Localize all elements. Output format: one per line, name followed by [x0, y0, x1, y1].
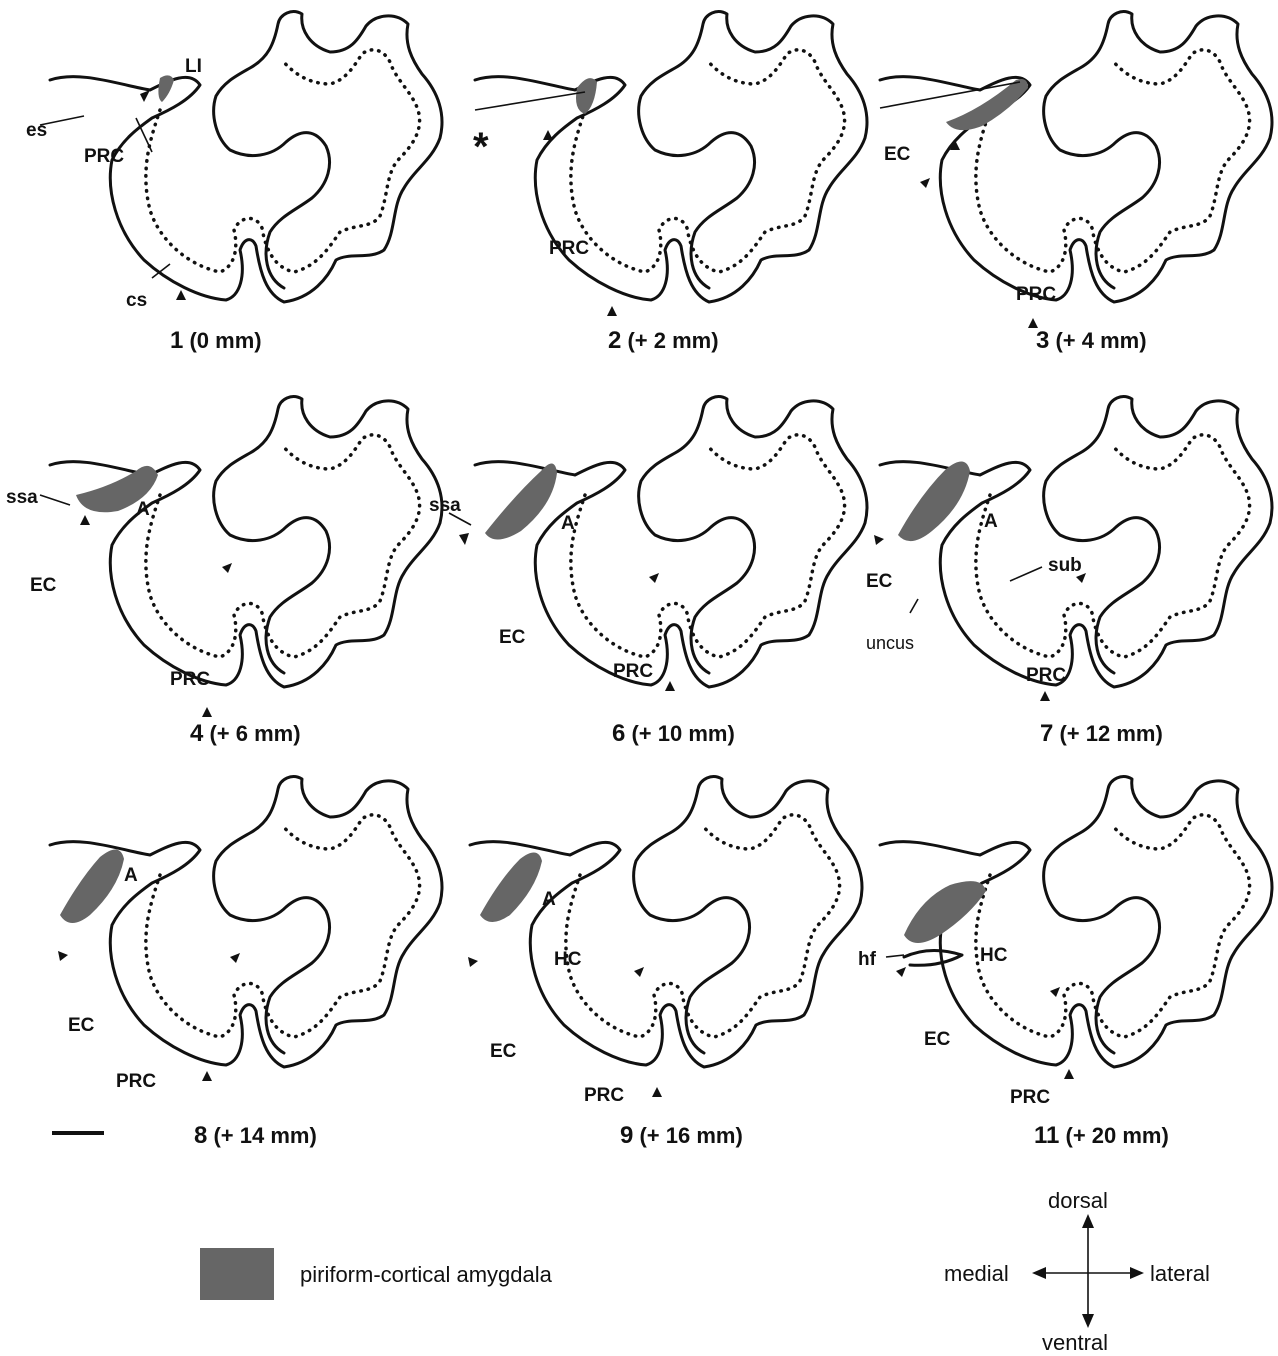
- label-PRC: PRC: [116, 1071, 156, 1092]
- caption-panel-2: 2 (+ 2 mm): [608, 327, 719, 354]
- caption-panel-8: 8 (+ 14 mm): [194, 1122, 317, 1149]
- section-panel-6: ssa A EC PRC: [429, 397, 867, 691]
- label-uncus: uncus: [866, 633, 914, 653]
- arrowhead-marker: [80, 515, 90, 525]
- caption-panel-1: 1 (0 mm): [170, 327, 262, 354]
- label-EC: EC: [30, 575, 57, 596]
- arrowhead-marker: [1064, 1069, 1074, 1079]
- label-PRC: PRC: [1016, 284, 1056, 305]
- arrowhead-marker: [140, 90, 150, 102]
- arrowhead-marker: [665, 681, 675, 691]
- label-HC: HC: [554, 949, 582, 970]
- section-panel-7: A sub EC uncus PRC: [866, 397, 1272, 701]
- section-panel-2: * PRC: [473, 12, 867, 316]
- arrowhead-marker: [230, 953, 240, 963]
- label-hf: hf: [858, 949, 877, 970]
- label-PRC: PRC: [613, 661, 653, 682]
- label-sub: sub: [1048, 555, 1082, 576]
- amygdala-region: [898, 461, 970, 541]
- label-asterisk: *: [473, 125, 489, 169]
- amygdala-region: [480, 852, 542, 922]
- label-lateral: lateral: [1150, 1261, 1210, 1286]
- arrowhead-marker: [896, 967, 906, 977]
- arrow-right-icon: [1130, 1267, 1144, 1279]
- arrowhead-marker: [920, 178, 930, 188]
- label-LI: LI: [185, 56, 202, 77]
- label-PRC: PRC: [584, 1085, 624, 1106]
- arrow-up-icon: [1082, 1214, 1094, 1228]
- amygdala-region: [60, 849, 124, 923]
- arrowhead-marker: [202, 1071, 212, 1081]
- caption-panel-11: 11 (+ 20 mm): [1034, 1122, 1169, 1149]
- section-panel-9: A HC EC PRC: [468, 777, 862, 1106]
- arrowhead-marker: [58, 951, 68, 961]
- arrowhead-marker: [1050, 987, 1060, 997]
- arrowhead-marker: [634, 967, 644, 977]
- label-dorsal: dorsal: [1048, 1188, 1108, 1213]
- legend-label: piriform-cortical amygdala: [300, 1262, 553, 1287]
- caption-panel-6: 6 (+ 10 mm): [612, 720, 735, 747]
- label-A: A: [136, 499, 150, 520]
- arrowhead-marker: [1040, 691, 1050, 701]
- section-panel-1: LI es PRC cs: [26, 12, 442, 311]
- label-PRC: PRC: [1010, 1087, 1050, 1108]
- arrowhead-marker: [459, 533, 469, 545]
- caption-panel-4: 4 (+ 6 mm): [190, 720, 301, 747]
- label-A: A: [124, 865, 138, 886]
- amygdala-region: [904, 881, 986, 943]
- label-ssa: ssa: [6, 487, 38, 508]
- label-EC: EC: [68, 1015, 95, 1036]
- label-cs: cs: [126, 290, 147, 311]
- arrowhead-marker: [202, 707, 212, 717]
- arrowhead-marker: [874, 535, 884, 545]
- caption-panel-3: 3 (+ 4 mm): [1036, 327, 1147, 354]
- caption-panel-9: 9 (+ 16 mm): [620, 1122, 743, 1149]
- label-PRC: PRC: [84, 146, 124, 167]
- legend: piriform-cortical amygdala: [200, 1248, 553, 1300]
- arrowhead-marker: [543, 130, 553, 140]
- amygdala-region: [158, 75, 174, 102]
- arrowhead-marker: [652, 1087, 662, 1097]
- label-A: A: [542, 889, 556, 910]
- orientation-compass: dorsal ventral medial lateral: [944, 1188, 1210, 1355]
- legend-swatch: [200, 1248, 274, 1300]
- label-PRC: PRC: [170, 669, 210, 690]
- label-PRC: PRC: [1026, 665, 1066, 686]
- label-EC: EC: [499, 627, 526, 648]
- label-PRC: PRC: [549, 238, 589, 259]
- arrowhead-marker: [649, 573, 659, 583]
- label-EC: EC: [866, 571, 893, 592]
- label-EC: EC: [490, 1041, 517, 1062]
- arrowhead-marker: [176, 290, 186, 300]
- arrow-down-icon: [1082, 1314, 1094, 1328]
- section-panel-8: A EC PRC: [50, 777, 442, 1092]
- arrowhead-marker: [607, 306, 617, 316]
- section-panel-3: EC PRC: [880, 12, 1272, 328]
- arrow-left-icon: [1032, 1267, 1046, 1279]
- section-panel-11: hf HC EC PRC: [858, 777, 1272, 1108]
- label-ssa: ssa: [429, 495, 461, 516]
- label-A: A: [984, 511, 998, 532]
- label-EC: EC: [924, 1029, 951, 1050]
- arrowhead-marker: [222, 563, 232, 573]
- caption-panel-7: 7 (+ 12 mm): [1040, 720, 1163, 747]
- section-panel-4: ssa A EC PRC: [6, 397, 442, 717]
- arrowhead-marker: [468, 957, 478, 967]
- label-HC: HC: [980, 945, 1008, 966]
- label-medial: medial: [944, 1261, 1009, 1286]
- label-ventral: ventral: [1042, 1330, 1108, 1355]
- label-es: es: [26, 120, 47, 141]
- label-A: A: [561, 513, 575, 534]
- label-EC: EC: [884, 144, 911, 165]
